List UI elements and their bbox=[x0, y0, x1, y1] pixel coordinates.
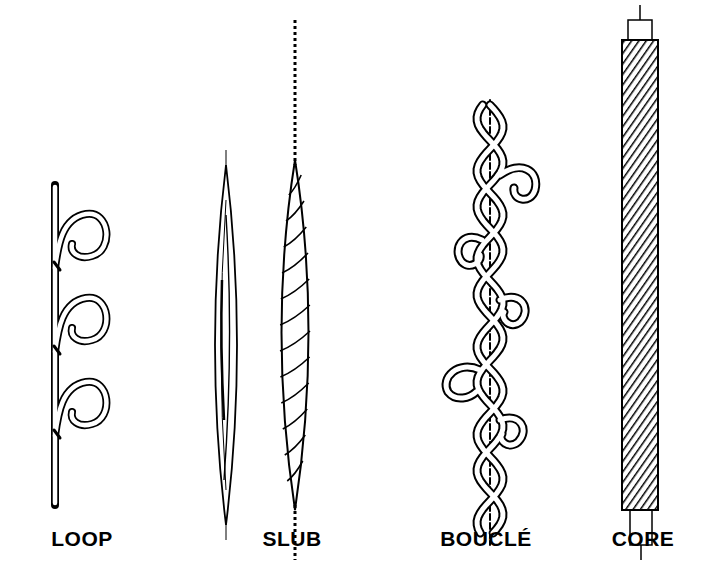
yarn-label: BOUCLÉ bbox=[440, 527, 532, 551]
yarn-stroke bbox=[289, 175, 301, 195]
yarn-label: SLUB bbox=[262, 527, 321, 551]
yarn-stroke bbox=[477, 105, 503, 533]
yarn-label: LOOP bbox=[51, 527, 113, 551]
yarn-stroke bbox=[477, 105, 503, 533]
yarn-stroke bbox=[281, 383, 308, 403]
yarn-label: CORE bbox=[612, 527, 675, 551]
yarn-stroke bbox=[500, 168, 536, 200]
core-yarn bbox=[622, 5, 658, 560]
yarn-stroke bbox=[286, 201, 304, 221]
yarn-stroke bbox=[280, 331, 310, 351]
yarn-stroke bbox=[281, 279, 309, 299]
yarn-stroke bbox=[477, 105, 503, 533]
boucle-yarn bbox=[446, 100, 536, 545]
yarn-stroke bbox=[283, 409, 307, 429]
slub-yarn bbox=[215, 20, 310, 560]
yarn-stroke bbox=[477, 105, 503, 533]
yarn-stroke bbox=[287, 461, 303, 481]
yarn-stroke bbox=[282, 253, 308, 273]
yarn-stroke bbox=[458, 237, 482, 265]
yarn-stroke bbox=[500, 297, 525, 324]
yarn-stroke bbox=[280, 305, 310, 325]
yarn-stroke bbox=[446, 367, 480, 398]
yarn-stroke bbox=[285, 435, 306, 455]
yarn-stroke bbox=[280, 357, 309, 377]
yarn-stroke bbox=[500, 168, 536, 200]
yarn-stroke bbox=[500, 418, 523, 445]
yarn-stroke bbox=[284, 227, 306, 247]
loop-yarn bbox=[54, 185, 106, 505]
